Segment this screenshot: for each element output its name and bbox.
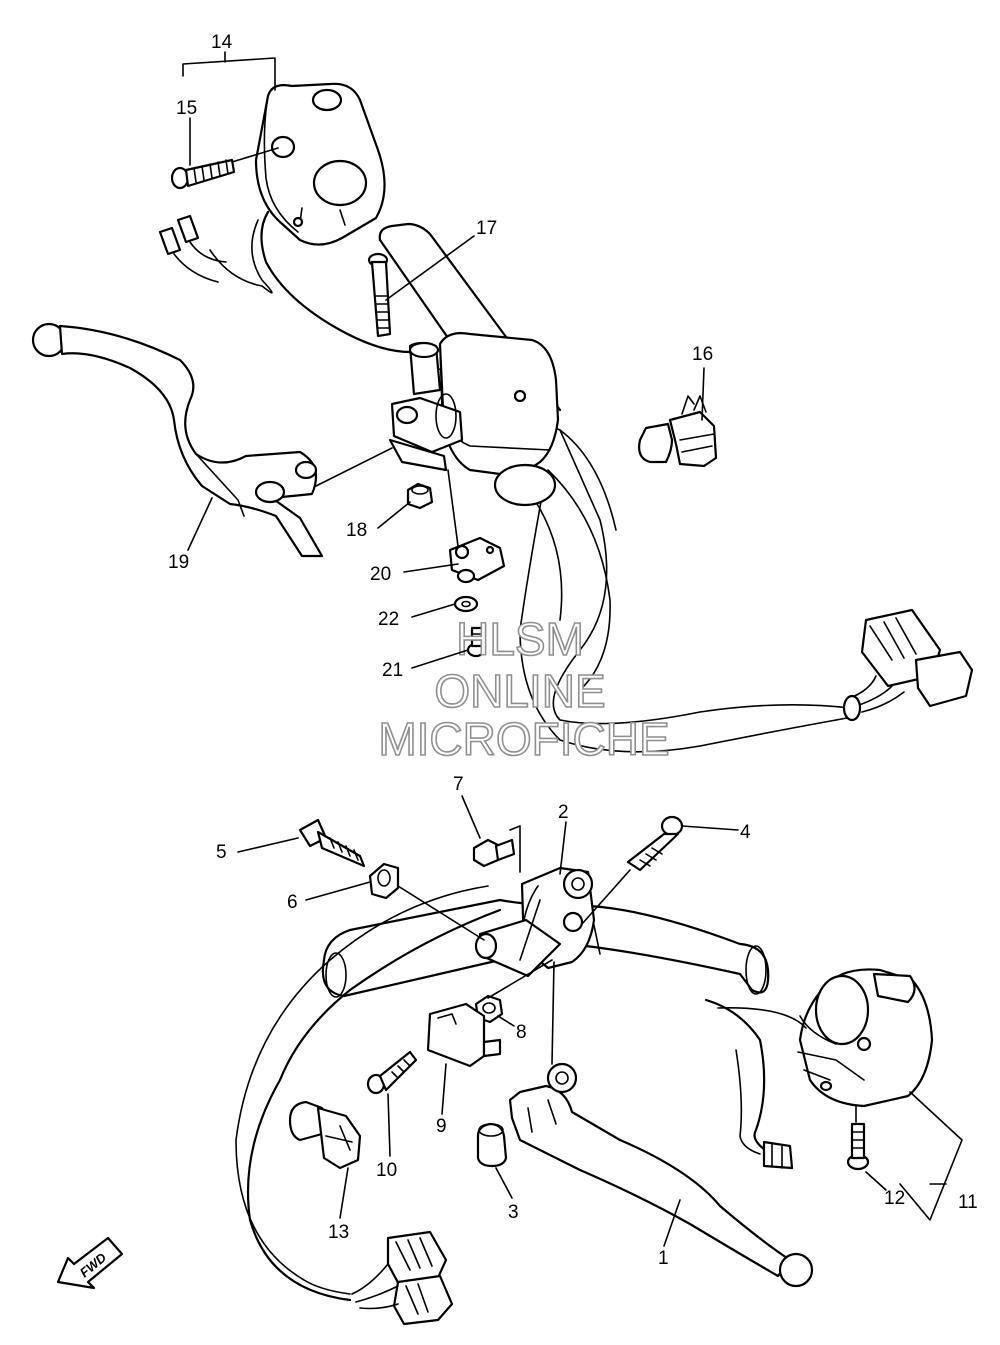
bolt-4 <box>626 815 684 872</box>
clutch-lever <box>508 1062 814 1288</box>
upper-harness-connector <box>842 608 974 722</box>
screw-10 <box>366 1050 418 1095</box>
screw-21 <box>466 626 486 658</box>
callout-labels: 14 15 17 16 18 19 20 22 21 7 2 4 5 6 8 9… <box>168 32 978 1269</box>
watermark: HLSM ONLINE MICROFICHE <box>378 612 671 766</box>
clamp-16 <box>638 395 718 468</box>
washer-22 <box>453 595 479 613</box>
nut-6 <box>368 862 400 900</box>
lower-wire-harness <box>235 885 807 1302</box>
clutch-switch-9 <box>426 1002 502 1068</box>
callout-7: 7 <box>453 774 464 795</box>
brake-switch-20 <box>448 536 506 584</box>
callout-21: 21 <box>382 660 403 681</box>
watermark-line-1: HLSM <box>456 613 584 665</box>
brake-lever <box>31 322 324 558</box>
bolt-17 <box>367 252 392 338</box>
callout-9: 9 <box>436 1116 447 1137</box>
callout-4: 4 <box>740 822 751 843</box>
brake-master-cylinder <box>388 332 560 507</box>
callout-16: 16 <box>692 344 713 365</box>
leader-lines <box>182 51 963 1247</box>
clutch-lever-holder <box>474 866 596 978</box>
callout-1: 1 <box>658 1248 669 1269</box>
callout-22: 22 <box>378 609 399 630</box>
upper-wire-harness <box>158 210 859 753</box>
callout-17: 17 <box>476 218 497 239</box>
callout-2: 2 <box>558 802 569 823</box>
bolt-7 <box>472 825 521 873</box>
callout-6: 6 <box>287 892 298 913</box>
screw-12 <box>846 1122 870 1171</box>
callout-19: 19 <box>168 552 189 573</box>
callout-13: 13 <box>328 1222 349 1243</box>
watermark-line-2: ONLINE <box>434 665 605 717</box>
nut-18 <box>406 482 434 510</box>
callout-5: 5 <box>216 842 227 863</box>
callout-20: 20 <box>370 564 391 585</box>
left-switch-housing <box>797 968 934 1108</box>
callout-11: 11 <box>958 1192 978 1213</box>
right-switch-housing <box>254 82 386 246</box>
callout-3: 3 <box>508 1202 519 1223</box>
collar-3 <box>476 1122 508 1168</box>
callout-18: 18 <box>346 520 367 541</box>
callout-14: 14 <box>211 32 233 53</box>
bolt-5 <box>298 818 366 868</box>
fwd-arrow: FWD <box>56 1236 124 1290</box>
callout-15: 15 <box>176 98 197 119</box>
callout-8: 8 <box>516 1022 527 1043</box>
callout-10: 10 <box>376 1160 397 1181</box>
watermark-line-3: MICROFICHE <box>378 713 669 765</box>
clamp-13 <box>288 1100 362 1170</box>
lower-harness-connector <box>351 1230 454 1326</box>
screw-15 <box>170 158 236 190</box>
callout-12: 12 <box>884 1188 905 1209</box>
